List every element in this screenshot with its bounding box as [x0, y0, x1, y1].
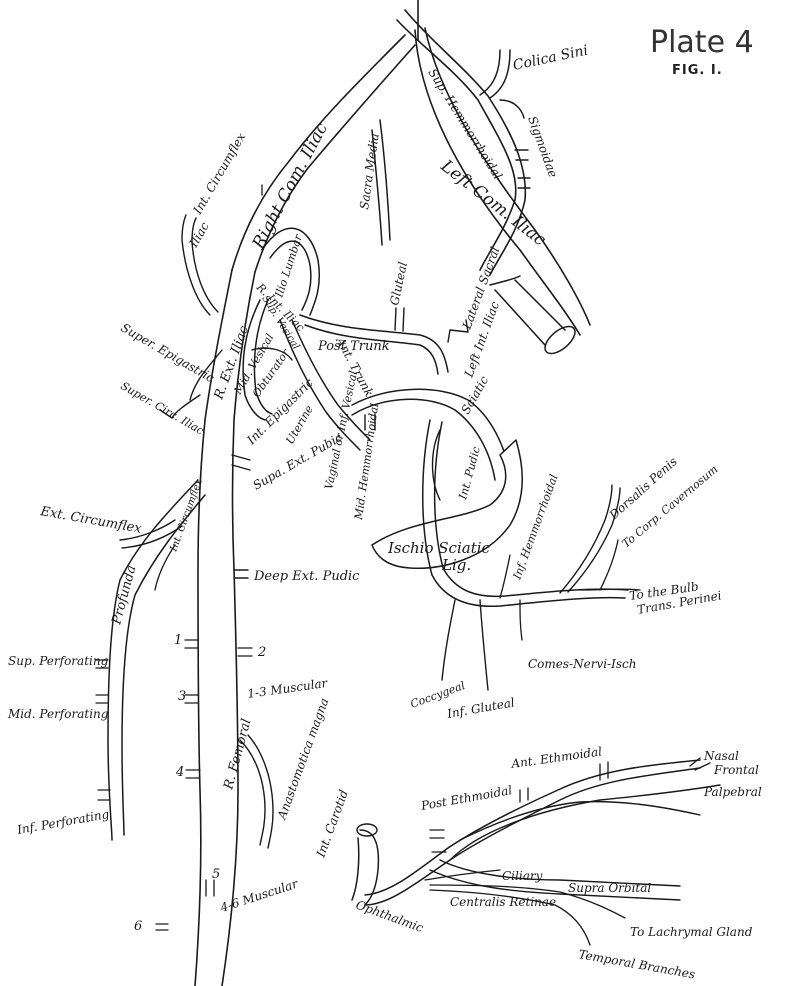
- label-sup-hemmorrhoidal: Sup. Hemmorrhoidal: [425, 66, 505, 182]
- plate-title: Plate 4: [650, 25, 754, 60]
- label-deep-ext-pudic: Deep Ext. Pudic: [253, 569, 360, 584]
- label-super-circ-iliac: Super. Circ. Iliac: [119, 379, 207, 437]
- label-colica-sini: Colica Sini: [512, 42, 590, 74]
- label-palpebral: Palpebral: [703, 785, 762, 799]
- label-ant-ethmoidal: Ant. Ethmoidal: [509, 744, 602, 771]
- number-3: 3: [178, 689, 186, 704]
- label-ophthalmic: Ophthalmic: [354, 898, 426, 935]
- label-temporal-branches: Temporal Branches: [577, 947, 696, 981]
- colica-sini-vessel: [480, 50, 500, 95]
- label-super-epigastric: Super. Epigastric: [119, 320, 217, 385]
- label-frontal: Frontal: [713, 763, 759, 777]
- label-supra-orbital: Supra Orbital: [568, 881, 651, 895]
- label-int-circumflex-iliac: Int. Circumflex: [190, 130, 248, 217]
- label-sup-perforating: Sup. Perforating: [8, 654, 109, 668]
- label-comes-nervi-isch: Comes-Nervi-Isch: [528, 657, 636, 671]
- label-muscular-1-3: 1-3 Muscular: [246, 676, 329, 701]
- label-nasal: Nasal: [703, 749, 739, 763]
- labels: Colica Sini Sup. Hemmorrhoidal Sigmoidae…: [7, 42, 762, 981]
- number-2: 2: [257, 645, 266, 660]
- label-muscular-4-6: 4-6 Muscular: [218, 876, 301, 915]
- label-vaginal-inf-vesical: Vaginal or Inf. Vesical: [322, 369, 360, 491]
- label-ischio-sciatic: Ischio Sciatic: [387, 539, 491, 557]
- label-mid-hemmorrhoidal: Mid. Hemmorrhoidal: [352, 402, 381, 521]
- sup-hemmorrhoidal-vessel: [397, 20, 516, 270]
- label-ciliary: Ciliary: [502, 869, 543, 883]
- label-ischio-lig: Lig.: [441, 556, 471, 574]
- label-sciatic: Sciatic: [458, 373, 491, 416]
- label-int-carotid: Int. Carotid: [313, 788, 351, 860]
- label-post-ethmoidal: Post Ethmoidal: [419, 783, 513, 813]
- label-centralis-retinae: Centralis Retinae: [450, 895, 556, 909]
- number-5: 5: [212, 867, 220, 882]
- dorsalis-penis-vessel: [560, 485, 612, 593]
- label-to-lachrymal-gland: To Lachrymal Gland: [630, 925, 753, 939]
- label-ext-circumflex: Ext. Circumflex: [38, 504, 143, 537]
- label-gluteal: Gluteal: [387, 260, 410, 306]
- internal-pudic-vessel: [423, 420, 625, 606]
- label-to-corp-cavernosum: To Corp. Cavernosum: [620, 463, 721, 551]
- label-inf-perforating: Inf. Perforating: [15, 807, 110, 837]
- label-inf-gluteal: Inf. Gluteal: [445, 695, 516, 721]
- sacra-media-vessel: [380, 120, 390, 240]
- label-int-circumflex-iliac-2: Iliac: [186, 219, 212, 250]
- label-sigmoidae: Sigmoidae: [525, 114, 560, 179]
- label-int-pudic: Int. Pudic: [456, 445, 483, 502]
- label-mid-perforating: Mid. Perforating: [7, 707, 109, 721]
- figure-label: FIG. I.: [672, 63, 723, 78]
- label-right-com-iliac: Right Com. Iliac: [248, 119, 332, 253]
- label-ilio-lumbar: Ilio Lumbar: [272, 232, 305, 300]
- number-6: 6: [134, 919, 142, 934]
- label-anastomotica-magna: Anastomotica magna: [274, 696, 331, 822]
- number-4: 4: [175, 765, 184, 780]
- label-r-femoral: R. Femoral: [221, 717, 254, 792]
- number-1: 1: [174, 633, 182, 648]
